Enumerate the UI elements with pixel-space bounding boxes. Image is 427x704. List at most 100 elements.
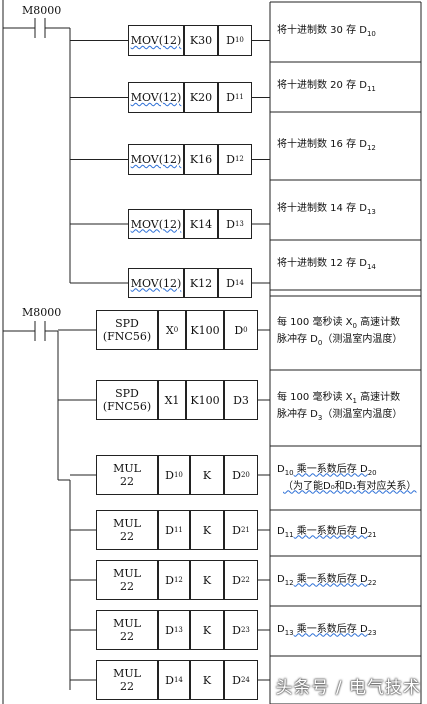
mul-fnc-number: 22 <box>120 530 134 543</box>
subscript: 14 <box>234 278 244 287</box>
mul-dest: D <box>232 673 241 687</box>
mul-comment-note: （为了能D₀和D₁有对应关系） <box>283 480 417 492</box>
mov-comment-text: 将十进制数 20 存 D <box>277 79 367 91</box>
spd-input-cell: X1 <box>158 380 186 420</box>
subscript: 0 <box>317 339 323 347</box>
spd-fnc-number: (FNC56) <box>102 330 152 343</box>
spd-dest: D <box>234 323 244 337</box>
mul-comment-text: 乘一系数后存 D <box>293 573 368 585</box>
mov-source-cell: K20 <box>184 82 218 113</box>
mul-fnc-number: 22 <box>120 630 134 643</box>
spd-opcode-cell: SPD(FNC56) <box>96 380 158 420</box>
spd-time-cell: K100 <box>186 380 224 420</box>
subscript: 12 <box>284 578 294 587</box>
subscript: 22 <box>240 575 250 584</box>
mul-source: D <box>165 673 174 687</box>
mov-opcode: MOV(12) <box>130 34 182 47</box>
mov-comment-text: 将十进制数 12 存 D <box>277 257 367 269</box>
subscript: 13 <box>366 207 376 216</box>
mov-source: K14 <box>189 217 213 231</box>
spd-input: X1 <box>164 393 180 407</box>
subscript: 23 <box>240 625 250 634</box>
mul-comment-cell: D10 乘一系数后存 D20（为了能D₀和D₁有对应关系） <box>271 446 421 510</box>
spd-opcode: SPD <box>115 317 139 330</box>
mul-constant-cell: K <box>190 455 224 495</box>
mul-constant-cell: K <box>190 510 224 550</box>
spd-time: K100 <box>190 323 220 337</box>
mov-comment-cell: 将十进制数 30 存 D10 <box>271 2 421 62</box>
mov-opcode: MOV(12) <box>130 153 182 166</box>
spd-opcode: SPD <box>115 387 139 400</box>
mov-comment-text: 将十进制数 14 存 D <box>277 202 367 214</box>
spd-dest-cell: D3 <box>224 380 258 420</box>
rung1-contact-label: M8000 <box>22 4 62 17</box>
mul-comment-d: D <box>277 463 285 475</box>
spd-time: K100 <box>190 393 220 407</box>
subscript: 11 <box>284 530 294 539</box>
mov-dest: D <box>226 217 235 231</box>
subscript: 0 <box>173 325 179 334</box>
spd-input: X <box>165 323 174 337</box>
mul-comment-text: 乘一系数后存 D <box>293 623 368 635</box>
mul-fnc-number: 22 <box>120 680 134 693</box>
mov-comment-cell: 将十进制数 16 存 D12 <box>271 112 421 180</box>
spd-dest: D3 <box>233 393 249 407</box>
subscript: 13 <box>234 219 244 228</box>
mul-fnc-number: 22 <box>120 580 134 593</box>
mul-source: D <box>165 573 174 587</box>
mul-opcode: MUL <box>113 617 141 630</box>
mul-comment-cell: D11 乘一系数后存 D21 <box>271 510 421 556</box>
mov-comment-cell: 将十进制数 12 存 D14 <box>271 240 421 290</box>
subscript: 11 <box>366 84 376 93</box>
subscript: 12 <box>366 143 376 152</box>
mov-dest: D <box>226 276 235 290</box>
mul-fnc-number: 22 <box>120 475 134 488</box>
mov-comment-text: 将十进制数 16 存 D <box>277 138 367 150</box>
spd-comment-cell: 每 100 毫秒读 X0 高速计数脉冲存 D0（测温室内温度） <box>271 296 421 370</box>
mov-opcode-cell: MOV(12) <box>128 82 184 113</box>
mov-source: K20 <box>189 91 213 104</box>
mul-constant: K <box>202 468 212 482</box>
spd-fnc-number: (FNC56) <box>102 400 152 413</box>
subscript: 23 <box>367 628 377 637</box>
spd-comment-line1b: 高速计数 <box>356 317 401 328</box>
spd-comment-line1: 每 100 毫秒读 X <box>277 317 353 328</box>
mul-constant-cell: K <box>190 660 224 700</box>
mul-dest: D <box>232 623 241 637</box>
subscript: 11 <box>173 525 183 534</box>
subscript: 0 <box>352 322 357 330</box>
subscript: 22 <box>367 578 377 587</box>
mul-comment-cell: D12 乘一系数后存 D22 <box>271 556 421 606</box>
mul-comment-d: D <box>277 623 285 635</box>
subscript: 20 <box>240 470 250 479</box>
subscript: 10 <box>173 470 183 479</box>
mul-constant-cell: K <box>190 610 224 650</box>
subscript: 10 <box>366 29 376 38</box>
mov-source-cell: K16 <box>184 144 218 175</box>
subscript: 0 <box>243 325 248 334</box>
mul-constant: K <box>202 623 212 637</box>
mov-opcode: MOV(12) <box>130 217 182 231</box>
subscript: 12 <box>234 155 244 163</box>
mov-comment-cell: 将十进制数 14 存 D13 <box>271 180 421 240</box>
mul-constant: K <box>202 673 212 687</box>
mul-source: D <box>165 623 174 637</box>
mul-constant: K <box>202 573 212 587</box>
spd-comment-line2b: （测温室内温度） <box>322 334 403 345</box>
spd-comment-line2: 脉冲存 D <box>277 409 318 420</box>
